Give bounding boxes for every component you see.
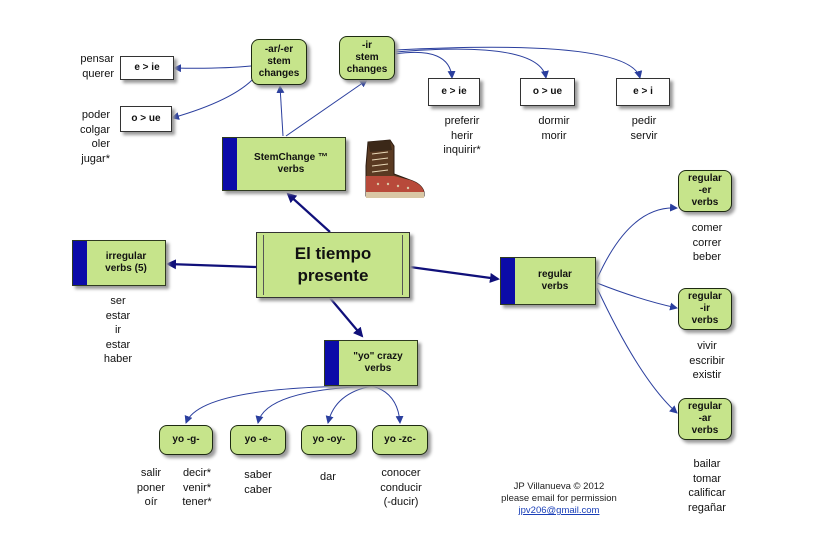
credit-permission: please email for permission (501, 493, 617, 504)
regular-label: regular verbs (538, 269, 572, 292)
regular-ar-label: regular -ar verbs (688, 401, 722, 436)
regular-er-label: regular -er verbs (688, 173, 722, 208)
ir-eie-label: e > ie (441, 86, 467, 97)
arrow-center-yo (329, 297, 364, 338)
yo-g-words-col2: decir* venir* tener* (182, 467, 212, 508)
yo-zc-words: conocer conducir (-ducir) (380, 467, 422, 508)
yo-oy-label: yo -oy- (312, 434, 346, 445)
arrow-regular-ir (596, 282, 678, 311)
ar-er-eie-label: e > ie (134, 62, 160, 73)
arrow-ir-ei (394, 46, 643, 79)
center-title-line1: El tiempo (294, 244, 372, 263)
arrow-ir-oue (394, 48, 549, 79)
arrow-yo-oy (325, 385, 373, 424)
arrow-center-irregular (166, 259, 257, 270)
ir-oue-label: o > ue (532, 86, 563, 97)
arrow-yo-zc (371, 385, 404, 424)
regular-ir-words: vivir escribir existir (689, 340, 725, 381)
irregular-label: irregular verbs (5) (105, 251, 147, 274)
ar-er-eie-node[interactable]: e > ie (120, 56, 174, 80)
yo-e-node[interactable]: yo -e- (230, 425, 286, 455)
ar-er-stem-node[interactable]: -ar/-er stem changes (251, 39, 307, 85)
arrow-yo-e (255, 385, 373, 424)
regular-ir-node[interactable]: regular -ir verbs (678, 288, 732, 330)
arrow-regular-er (596, 203, 678, 280)
ir-oue-words: dormir morir (538, 115, 570, 142)
ar-er-oue-label: o > ue (131, 113, 161, 124)
ir-eie-words: preferir herir inquirir* (443, 115, 481, 156)
stemchange-node[interactable]: StemChange ™ verbs (222, 137, 346, 191)
regular-er-node[interactable]: regular -er verbs (678, 170, 732, 212)
yo-zc-node[interactable]: yo -zc- (372, 425, 428, 455)
yo-oy-node[interactable]: yo -oy- (301, 425, 357, 455)
ir-eie-node[interactable]: e > ie (428, 78, 480, 106)
regular-ar-words: bailar tomar calificar regañar (688, 458, 726, 514)
yo-zc-label: yo -zc- (384, 434, 416, 445)
regular-er-words: comer correr beber (691, 222, 723, 263)
stemchange-label: StemChange ™ verbs (254, 152, 328, 175)
irregular-node[interactable]: irregular verbs (5) (72, 240, 166, 286)
yo-e-words: saber caber (244, 469, 272, 496)
yo-e-label: yo -e- (244, 434, 272, 445)
ir-stem-label: -ir stem changes (346, 40, 388, 75)
arrow-arer-eie (173, 64, 252, 73)
yo-crazy-node[interactable]: "yo" crazy verbs (324, 340, 418, 386)
arrow-regular-ar (596, 287, 678, 414)
regular-node[interactable]: regular verbs (500, 257, 596, 305)
ir-stem-node[interactable]: -ir stem changes (339, 36, 395, 80)
center-title-line2: presente (297, 266, 369, 285)
arrow-ir-eie (394, 51, 456, 79)
arrow-center-stemchange (286, 192, 331, 233)
ar-er-oue-words: poder colgar oler jugar* (80, 109, 110, 165)
regular-ar-node[interactable]: regular -ar verbs (678, 398, 732, 440)
arrow-yo-g (184, 385, 373, 424)
ir-oue-node[interactable]: o > ue (520, 78, 575, 106)
yo-oy-words: dar (320, 471, 336, 483)
arrow-center-regular (409, 265, 500, 283)
boot-icon (365, 139, 425, 198)
arrow-stemchange-arer (276, 85, 285, 137)
yo-g-words-col1: salir poner oír (136, 467, 166, 508)
ir-ei-words: pedir servir (630, 115, 658, 142)
yo-g-label: yo -g- (172, 434, 200, 445)
arrow-arer-oue (171, 75, 257, 120)
yo-crazy-label: "yo" crazy verbs (353, 351, 403, 374)
arrow-stemchange-ir (285, 79, 368, 137)
yo-g-node[interactable]: yo -g- (159, 425, 213, 455)
credit-email-link[interactable]: jpv206@gmail.com (518, 505, 600, 516)
regular-ir-label: regular -ir verbs (688, 291, 722, 326)
ir-ei-node[interactable]: e > i (616, 78, 670, 106)
credit-author: JP Villanueva © 2012 (513, 481, 605, 492)
irregular-words: ser estar ir estar haber (103, 295, 133, 365)
ar-er-stem-label: -ar/-er stem changes (258, 44, 300, 79)
credit-block: JP Villanueva © 2012 please email for pe… (496, 481, 622, 517)
ar-er-eie-words: pensar querer (80, 53, 114, 80)
ir-ei-label: e > i (633, 86, 653, 97)
ar-er-oue-node[interactable]: o > ue (120, 106, 172, 132)
center-node[interactable]: El tiempo presente (256, 232, 410, 298)
